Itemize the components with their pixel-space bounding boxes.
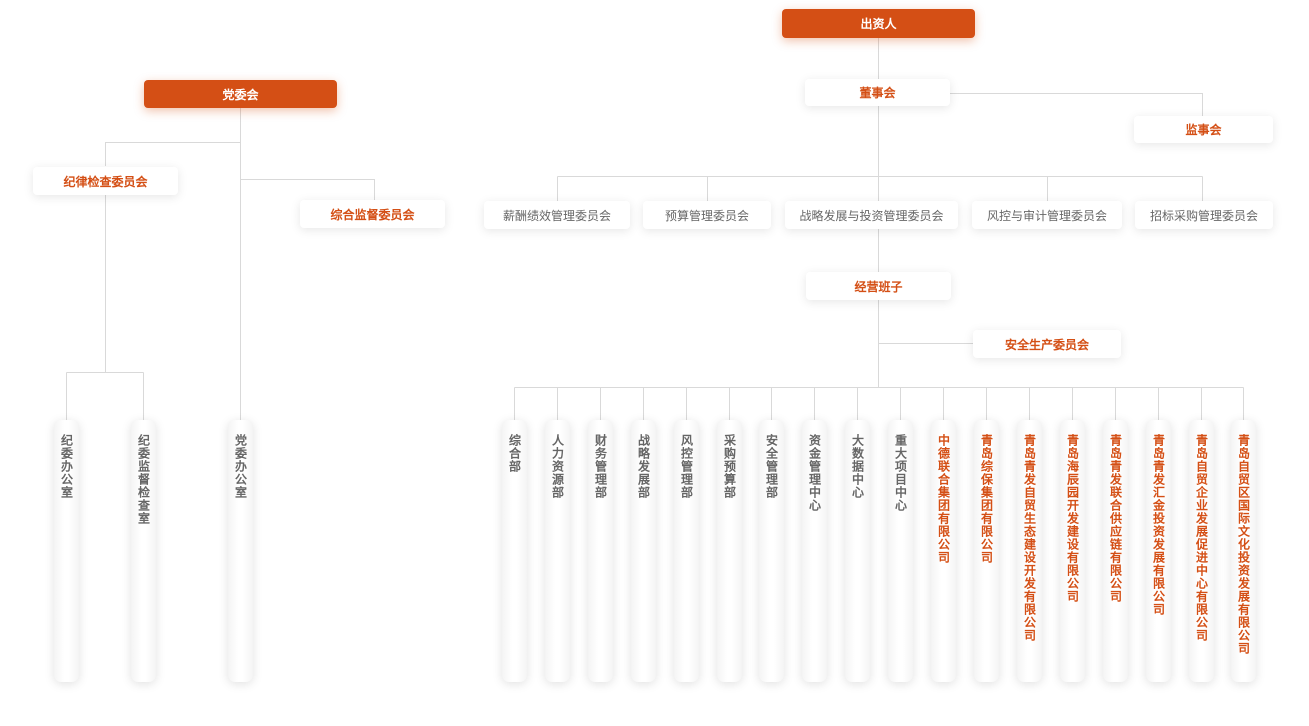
party-office-inspection: 纪委监督检查室 [131, 420, 156, 682]
department-label: 财务管理部 [593, 434, 608, 499]
party-office-discipline: 纪委办公室 [54, 420, 79, 682]
subsidiary-box: 青岛青发自贸生态建设开发有限公司 [1017, 420, 1042, 682]
investor-node: 出资人 [782, 9, 975, 38]
party-office-label: 纪委办公室 [59, 434, 74, 499]
subsidiary-label: 中德联合集团有限公司 [936, 434, 951, 564]
committee-procurement: 招标采购管理委员会 [1135, 201, 1273, 229]
subsidiary-label: 青岛青发自贸生态建设开发有限公司 [1022, 434, 1037, 642]
party-office-label: 党委办公室 [233, 434, 248, 499]
department-label: 资金管理中心 [807, 434, 822, 512]
line-party-supervision [240, 179, 375, 200]
party-office-label: 纪委监督检查室 [136, 434, 151, 525]
subsidiary-label: 青岛自贸企业发展促进中心有限公司 [1194, 434, 1209, 642]
safety-committee-node: 安全生产委员会 [973, 330, 1121, 358]
department-label: 采购预算部 [722, 434, 737, 499]
party-committee-node: 党委会 [144, 80, 337, 108]
department-box: 资金管理中心 [802, 420, 827, 682]
line-board-supervisors [950, 93, 1203, 116]
subsidiary-box: 青岛综保集团有限公司 [974, 420, 999, 682]
subsidiary-box: 青岛自贸区国际文化投资发展有限公司 [1231, 420, 1256, 682]
department-box: 采购预算部 [717, 420, 742, 682]
department-label: 大数据中心 [850, 434, 865, 499]
department-box: 大数据中心 [845, 420, 870, 682]
department-label: 重大项目中心 [893, 434, 908, 512]
committee-budget: 预算管理委员会 [643, 201, 771, 229]
department-box: 风控管理部 [674, 420, 699, 682]
subsidiary-label: 青岛综保集团有限公司 [979, 434, 994, 564]
department-box: 财务管理部 [588, 420, 613, 682]
department-box: 安全管理部 [759, 420, 784, 682]
line-party-discipline [105, 142, 241, 166]
subsidiary-label: 青岛自贸区国际文化投资发展有限公司 [1236, 434, 1251, 655]
supervisors-node: 监事会 [1134, 116, 1273, 143]
committee-strategy: 战略发展与投资管理委员会 [785, 201, 958, 229]
comprehensive-supervision-node: 综合监督委员会 [300, 200, 445, 228]
department-label: 安全管理部 [764, 434, 779, 499]
department-label: 综合部 [507, 434, 522, 473]
committee-risk-audit: 风控与审计管理委员会 [972, 201, 1122, 229]
subsidiary-box: 青岛自贸企业发展促进中心有限公司 [1189, 420, 1214, 682]
department-label: 战略发展部 [636, 434, 651, 499]
department-label: 风控管理部 [679, 434, 694, 499]
department-box: 综合部 [502, 420, 527, 682]
department-box: 重大项目中心 [888, 420, 913, 682]
board-node: 董事会 [805, 79, 950, 106]
committee-compensation: 薪酬绩效管理委员会 [484, 201, 630, 229]
subsidiary-label: 青岛海辰园开发建设有限公司 [1065, 434, 1080, 603]
party-office-committee: 党委办公室 [228, 420, 253, 682]
subsidiary-label: 青岛青发汇金投资发展有限公司 [1151, 434, 1166, 616]
discipline-committee-node: 纪律检查委员会 [33, 167, 178, 195]
subsidiary-box: 中德联合集团有限公司 [931, 420, 956, 682]
subsidiary-label: 青岛青发联合供应链有限公司 [1108, 434, 1123, 603]
department-box: 战略发展部 [631, 420, 656, 682]
department-label: 人力资源部 [550, 434, 565, 499]
management-team-node: 经营班子 [806, 272, 951, 300]
department-box: 人力资源部 [545, 420, 570, 682]
subsidiary-box: 青岛青发联合供应链有限公司 [1103, 420, 1128, 682]
subsidiary-box: 青岛青发汇金投资发展有限公司 [1146, 420, 1171, 682]
subsidiary-box: 青岛海辰园开发建设有限公司 [1060, 420, 1085, 682]
